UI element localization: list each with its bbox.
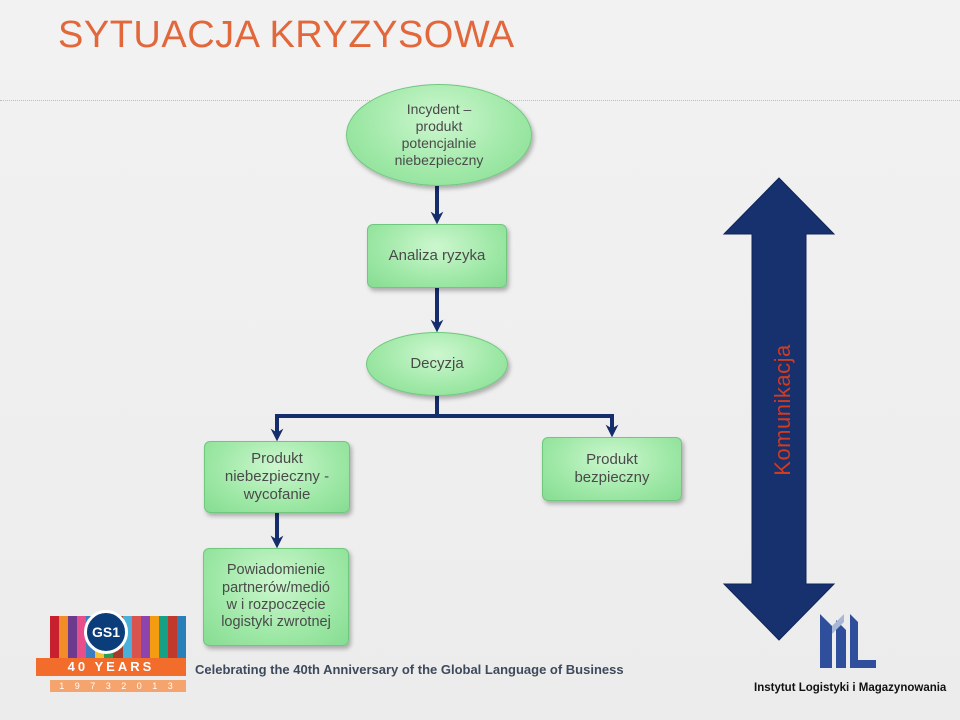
slide-title: SYTUACJA KRYZYSOWA xyxy=(58,14,515,56)
node-produkt-bezpieczny: Produkt bezpieczny xyxy=(542,437,682,501)
node-produkt-niebezpieczny: Produkt niebezpieczny - wycofanie xyxy=(204,441,350,513)
communication-double-arrow xyxy=(722,177,836,641)
gs1-years-band: 1 9 7 3 2 0 1 3 xyxy=(50,680,186,692)
node-incydent: Incydent – produkt potencjalnie niebezpi… xyxy=(346,84,532,186)
ilim-institute-name: Instytut Logistyki i Magazynowania xyxy=(754,682,947,694)
node-niebezpieczny-label: Produkt niebezpieczny - wycofanie xyxy=(224,450,330,503)
node-bezpieczny-label: Produkt bezpieczny xyxy=(574,451,650,486)
node-powiadomienie: Powiadomienie partnerów/medió w i rozpoc… xyxy=(203,548,349,646)
gs1-anniversary-logo: GS1 40 YEARS 1 9 7 3 2 0 1 3 xyxy=(30,610,190,696)
communication-label: Komunikacja xyxy=(770,344,795,476)
node-powiadomienie-label: Powiadomienie partnerów/medió w i rozpoc… xyxy=(221,562,331,631)
ilim-logo-block: Instytut Logistyki i Magazynowania xyxy=(744,610,947,700)
node-analiza-label: Analiza ryzyka xyxy=(388,247,486,264)
node-analiza-ryzyka: Analiza ryzyka xyxy=(367,224,507,288)
gs1-40-years-banner: 40 YEARS xyxy=(36,658,186,676)
ilim-logo-icon xyxy=(820,614,876,668)
node-decyzja-label: Decyzja xyxy=(410,355,464,372)
node-incydent-label: Incydent – produkt potencjalnie niebezpi… xyxy=(394,101,484,168)
node-decyzja: Decyzja xyxy=(366,332,508,396)
gs1-circle-logo: GS1 xyxy=(84,610,128,654)
footer-tagline: Celebrating the 40th Anniversary of the … xyxy=(195,662,624,677)
